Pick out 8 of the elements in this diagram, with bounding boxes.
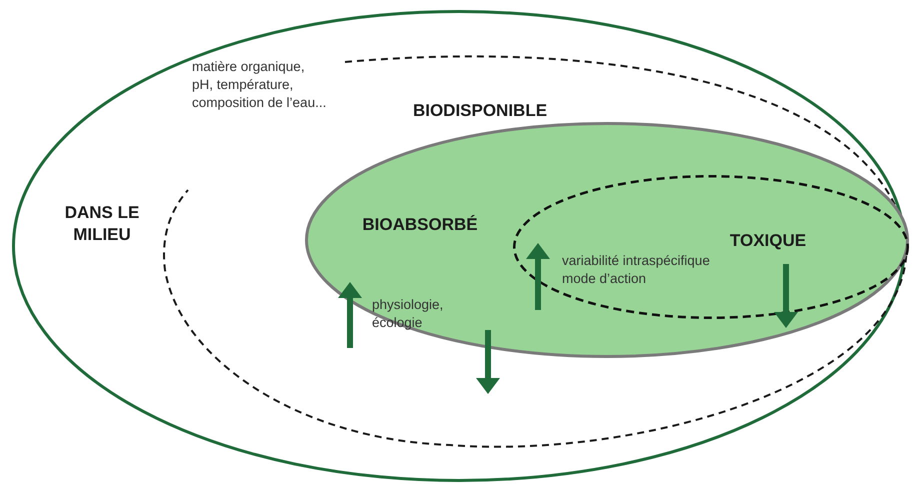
factor-note: matière organique, pH, température, composition de l’eau...	[192, 58, 327, 112]
factor-note: physiologie, écologie	[372, 296, 444, 332]
zone-label: BIODISPONIBLE	[412, 100, 548, 122]
zone-label: DANS LE MILIEU	[64, 202, 140, 246]
zone-label: BIOABSORBÉ	[361, 214, 479, 236]
zone-label: TOXIQUE	[728, 230, 808, 252]
factor-note: variabilité intraspécifique	[562, 252, 711, 270]
factor-note: mode d’action	[562, 270, 648, 288]
